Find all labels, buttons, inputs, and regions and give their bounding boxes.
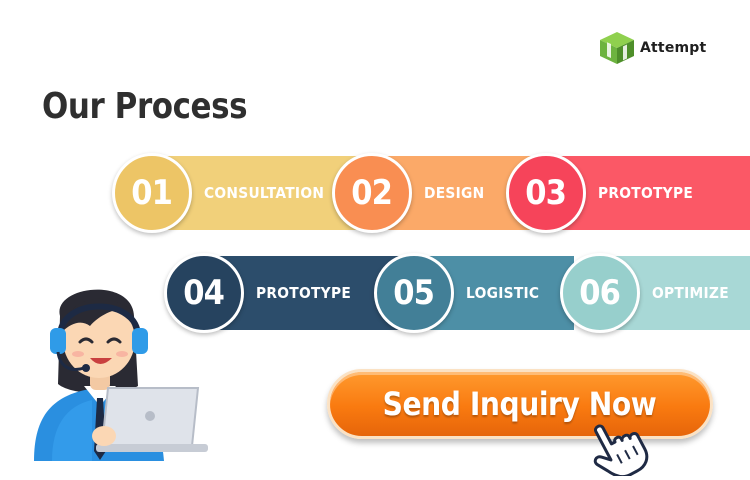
- brand-name: Attempt: [640, 40, 707, 56]
- step-number-circle: 04: [164, 253, 244, 333]
- brand-logo[interactable]: Attempt: [598, 30, 706, 66]
- step-number: 04: [183, 273, 226, 313]
- step-number: 06: [579, 273, 622, 313]
- step-number: 05: [393, 273, 436, 313]
- process-row-2: 04 PROTOTYPE 05 LOGISTIC 06 OPTIMIZE: [164, 253, 750, 333]
- process-row-1: 01 CONSULTATION 02 DESIGN 03 PROTOTYPE: [112, 153, 750, 233]
- page-title: Our Process: [42, 86, 248, 127]
- step-number-circle: 01: [112, 153, 192, 233]
- process-step-04[interactable]: 04 PROTOTYPE: [164, 253, 404, 333]
- step-label: PROTOTYPE: [598, 184, 694, 202]
- support-agent-icon: [34, 289, 208, 461]
- step-label: PROTOTYPE: [256, 284, 352, 302]
- process-step-02[interactable]: 02 DESIGN: [332, 153, 532, 233]
- process-step-01[interactable]: 01 CONSULTATION: [112, 153, 362, 233]
- hand-pointer-icon: [593, 424, 649, 476]
- step-number: 02: [351, 173, 394, 213]
- send-inquiry-label: Send Inquiry Now: [383, 385, 657, 423]
- step-number: 03: [525, 173, 568, 213]
- cube-icon: [600, 32, 634, 64]
- process-step-06[interactable]: 06 OPTIMIZE: [560, 253, 750, 333]
- step-number-circle: 03: [506, 153, 586, 233]
- step-number-circle: 02: [332, 153, 412, 233]
- process-step-03[interactable]: 03 PROTOTYPE: [506, 153, 750, 233]
- send-inquiry-button[interactable]: Send Inquiry Now: [327, 369, 713, 439]
- step-label: LOGISTIC: [466, 284, 540, 302]
- step-label: OPTIMIZE: [652, 284, 729, 302]
- step-number: 01: [131, 173, 174, 213]
- step-label: DESIGN: [424, 184, 485, 202]
- step-label: CONSULTATION: [204, 184, 325, 202]
- step-number-circle: 06: [560, 253, 640, 333]
- step-number-circle: 05: [374, 253, 454, 333]
- process-step-05[interactable]: 05 LOGISTIC: [374, 253, 574, 333]
